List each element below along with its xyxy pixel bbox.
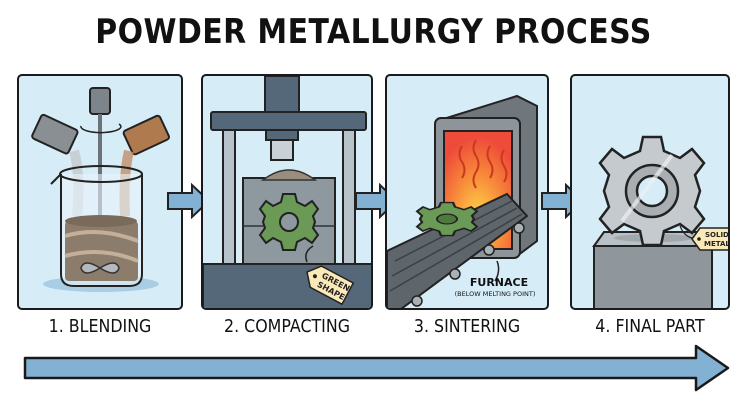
green-gear-icon [258,193,320,251]
step-label-compacting: 2. COMPACTING [224,316,350,337]
impeller-icon [80,262,120,274]
brown-powder-cup-icon [122,114,170,156]
tag-line1: SOLID [705,231,729,239]
panel-final-part: SOLID METAL [570,74,730,310]
panel-compacting: GREEN SHAPE [201,74,373,310]
final-part-illustration: SOLID METAL [592,135,730,308]
sintering-illustration [387,94,538,308]
mixer-motor-icon [89,87,111,115]
panel-sintering: FURNACE (BELOW MELTING POINT) [385,74,549,310]
gray-powder-cup-icon [31,113,79,155]
tag-line2: METAL [704,240,730,248]
conveyor-rollers [411,222,525,307]
diagram-title: POWDER METALLURGY PROCESS [95,12,652,52]
green-gear-icon [415,201,479,237]
step-label-blending: 1. BLENDING [48,316,152,337]
press-ram [264,76,300,113]
step-label-sintering: 3. SINTERING [413,316,521,337]
step-arrow-1 [167,183,211,219]
rotation-arrow-icon [80,123,122,134]
press-column-left [222,129,236,271]
conveyor-belt [387,192,529,308]
solid-metal-tag: SOLID METAL [691,227,730,251]
furnace-sublabel: (BELOW MELTING POINT) [454,290,536,298]
metal-gear-icon [598,135,706,247]
press-top-beam [210,111,367,131]
blending-illustration [31,87,170,292]
pedestal [593,245,713,308]
heat-waves-icon [458,139,508,189]
compacting-illustration: GREEN SHAPE [203,76,371,308]
panel-blending [17,74,183,310]
process-timeline-arrow [23,344,730,392]
step-label-final-part: 4. FINAL PART [595,316,705,337]
furnace-label: FURNACE [469,276,529,289]
powder-pile [260,169,318,181]
punch-icon [270,139,294,161]
